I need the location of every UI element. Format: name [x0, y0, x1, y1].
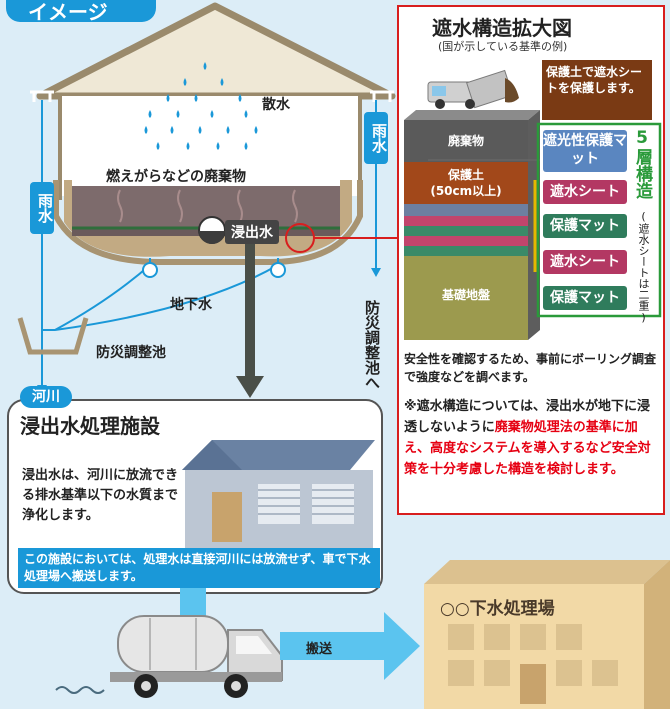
detail-subtitle: (国が示している基準の例): [438, 40, 568, 53]
boring-note: 安全性を確認するため、事前にボーリング調査で強度などを調べます。: [404, 352, 657, 384]
mat-protect-1: 保護マット: [543, 214, 627, 238]
mat-light-shield: 遮光性保護マット: [543, 130, 627, 172]
layer-protect-soil: 保護土: [447, 168, 484, 182]
pond-label: 防災調整池: [96, 345, 166, 361]
layer-waste: 廃棄物: [447, 134, 484, 148]
facility-description: 浸出水は、河川に放流できる排水基準以下の水質まで浄化します。: [22, 468, 179, 523]
river-badge: 河川: [20, 386, 72, 408]
groundwater-label: 地下水: [170, 297, 212, 313]
structure-note: ※遮水構造については、浸出水が地下に浸透しないように廃棄物処理法の基準に加え、高…: [404, 396, 658, 480]
to-pond-label: 防災調整池へ: [363, 300, 381, 390]
structure-note-highlight: 廃棄物処理法の基準に加え、高度なシステムを導入するなど安全対策を十分考慮した構造…: [404, 420, 651, 477]
layer-protect-soil-thickness: (50cm以上): [430, 184, 502, 198]
liner-cross-section: [404, 110, 540, 340]
rain-right-badge: 雨水: [364, 112, 388, 164]
facility-note: この施設においては、処理水は直接河川には放流せず、車で下水処理場へ搬送します。: [18, 548, 380, 588]
tanker-truck: [110, 615, 283, 698]
five-layer-label: 5層構造: [632, 128, 652, 199]
header-title: イメージ: [28, 0, 108, 24]
mat-protect-2: 保護マット: [543, 286, 627, 310]
mat-waterproof-2: 遮水シート: [543, 250, 627, 274]
truck-note: 保護土で遮水シートを保護します。: [546, 65, 643, 95]
dump-truck: [427, 69, 519, 109]
rain-left-badge: 雨水: [30, 182, 54, 234]
mat-waterproof-1: 遮水シート: [543, 180, 627, 204]
detail-title: 遮水構造拡大図: [432, 16, 572, 40]
header-badge: イメージ: [6, 0, 156, 24]
sewage-plant-label: ○○下水処理場: [440, 599, 555, 619]
waste-label: 燃えがらなどの廃棄物: [106, 169, 246, 185]
facility-title: 浸出水処理施設: [20, 414, 160, 438]
transport-label: 搬送: [306, 642, 333, 657]
layer-foundation: 基礎地盤: [441, 288, 490, 302]
structure-note-prefix: ※遮水構造については、浸出水が地下に浸透しないように: [404, 399, 650, 435]
double-sheet-note: (遮水シートは二重): [637, 210, 650, 324]
spray-label: 散水: [262, 97, 290, 113]
leachate-label: 浸出水: [225, 220, 279, 244]
